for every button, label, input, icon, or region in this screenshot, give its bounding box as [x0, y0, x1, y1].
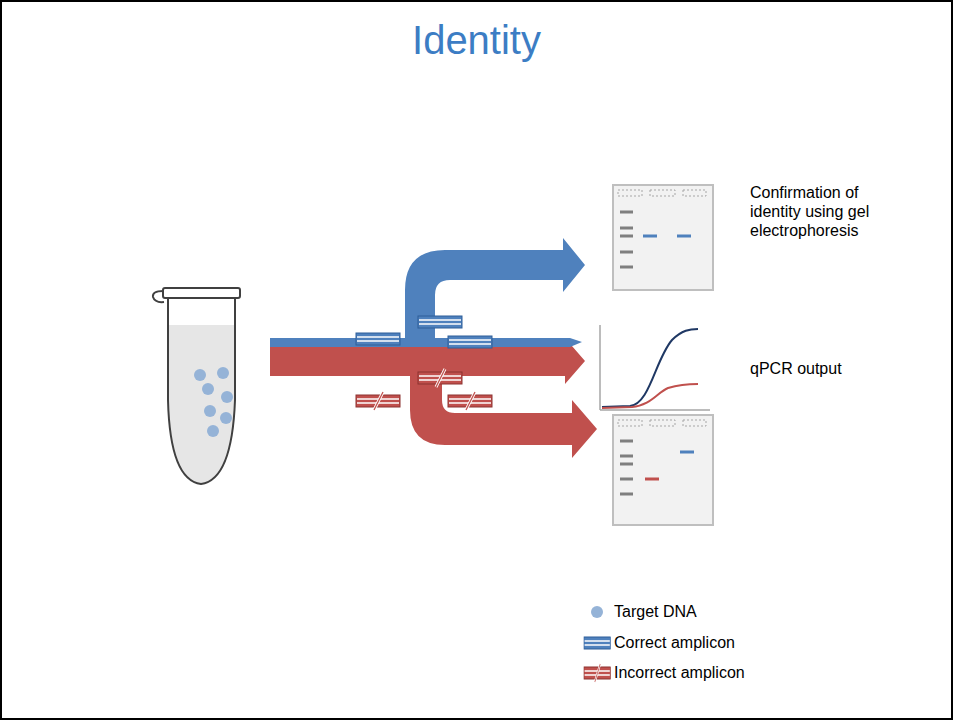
annotation-label: Confirmation of identity using gel elect…: [750, 183, 900, 240]
gel-correct: [613, 185, 713, 290]
sample-tube: [153, 288, 240, 484]
amplicon-icons: [356, 316, 492, 410]
gel-incorrect: [613, 415, 713, 525]
legend-samples: [584, 637, 610, 682]
annotation-label: qPCR output: [750, 359, 900, 378]
main-blue-arrow: [270, 338, 582, 347]
legend-swatch: [591, 606, 603, 618]
slide-title: Identity: [0, 18, 953, 63]
incorrect-branch-arrow: [410, 370, 597, 458]
legend-text: Incorrect amplicon: [614, 663, 745, 683]
qpcr-chart: [600, 325, 710, 410]
legend-text: Correct amplicon: [614, 633, 735, 653]
correct-branch-arrow: [405, 238, 585, 342]
legend-text: Target DNA: [614, 602, 697, 622]
